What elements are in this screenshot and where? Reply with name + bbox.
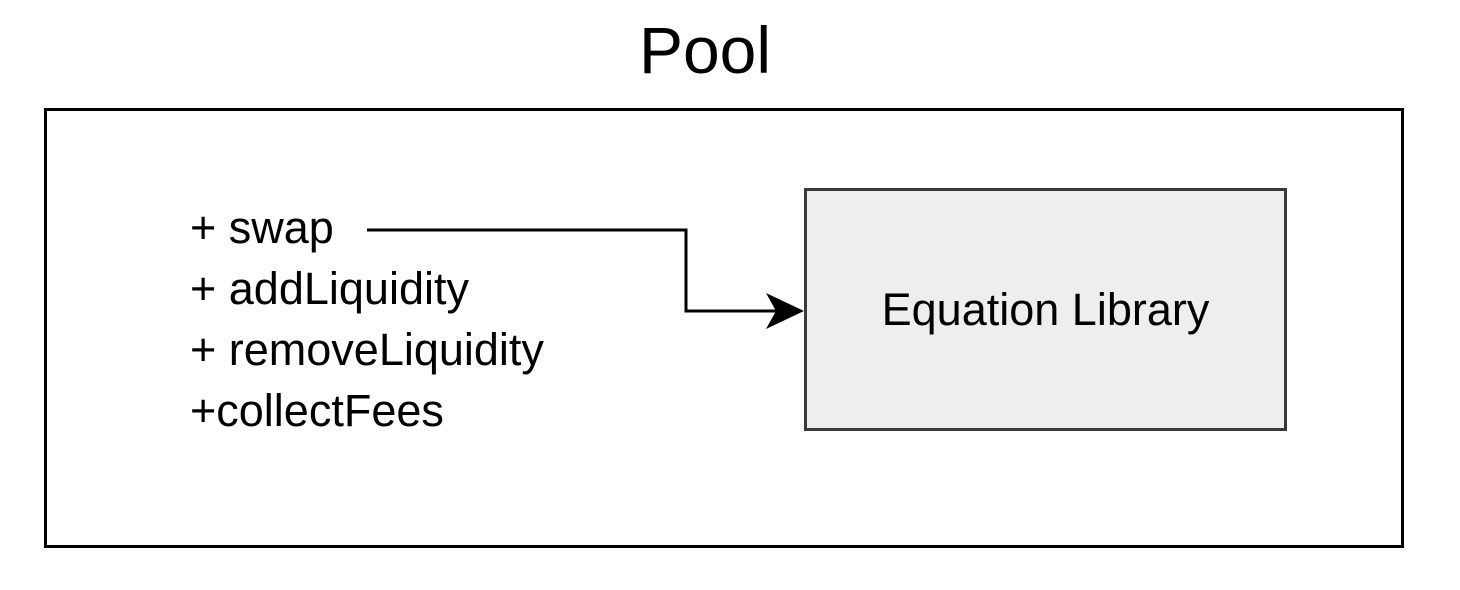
equation-library-label: Equation Library — [881, 283, 1210, 335]
connector-line — [367, 228, 776, 313]
pool-container — [44, 108, 1404, 548]
method-swap: + swap — [190, 202, 334, 253]
arrowhead-icon — [766, 293, 804, 329]
pool-title: Pool — [638, 13, 772, 87]
method-add-liquidity: + addLiquidity — [190, 263, 469, 314]
method-collect-fees: +collectFees — [190, 385, 444, 436]
method-remove-liquidity: + removeLiquidity — [190, 324, 544, 375]
equation-library-box: Equation Library — [804, 188, 1287, 431]
